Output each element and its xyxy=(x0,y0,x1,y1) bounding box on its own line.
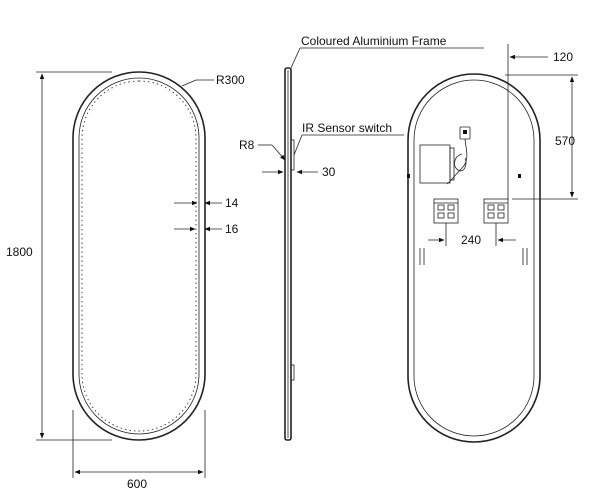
rear-power-cable xyxy=(446,138,468,185)
rear-view: 120 570 240 xyxy=(407,44,578,443)
side-sensor-leader xyxy=(293,134,303,156)
front-led-strip xyxy=(81,80,197,432)
rear-left-mark xyxy=(407,174,410,178)
rear-right-mark xyxy=(518,174,521,178)
side-r8-label: R8 xyxy=(239,138,255,152)
rear-power-plug-pin xyxy=(463,130,467,134)
rear-driver-box xyxy=(419,144,451,184)
front-view: 1800 600 R300 14 16 xyxy=(6,71,245,491)
side-frame-leader xyxy=(290,47,301,69)
front-radius-leader xyxy=(181,79,197,87)
rear-bracket-left xyxy=(433,198,459,224)
rear-height-label: 570 xyxy=(555,134,575,148)
side-mount-bracket-bottom xyxy=(290,364,295,381)
rear-mirror-outer-frame xyxy=(407,73,541,443)
rear-driver-box-side xyxy=(449,147,455,181)
side-view: Coloured Aluminium Frame IR Sensor switc… xyxy=(239,34,484,441)
side-frame-label: Coloured Aluminium Frame xyxy=(301,34,447,48)
side-mirror-profile xyxy=(284,67,292,441)
side-sensor-label: IR Sensor switch xyxy=(302,121,392,135)
front-dim-16-label: 16 xyxy=(225,222,239,236)
rear-mirror-inner-frame xyxy=(413,79,535,437)
front-mirror-inner-frame xyxy=(78,77,200,435)
rear-spacing-label: 240 xyxy=(461,233,481,247)
front-radius-label: R300 xyxy=(216,73,245,87)
front-width-label: 600 xyxy=(127,477,147,491)
front-dim-14-label: 14 xyxy=(225,196,239,210)
side-depth-label: 30 xyxy=(322,165,336,179)
rear-offset-label: 120 xyxy=(553,50,573,64)
front-mirror-outer-frame xyxy=(72,71,206,441)
rear-power-cable-loop xyxy=(454,153,467,172)
front-height-label: 1800 xyxy=(6,245,33,259)
rear-bracket-right xyxy=(483,198,509,224)
side-r8-leader xyxy=(271,144,286,161)
